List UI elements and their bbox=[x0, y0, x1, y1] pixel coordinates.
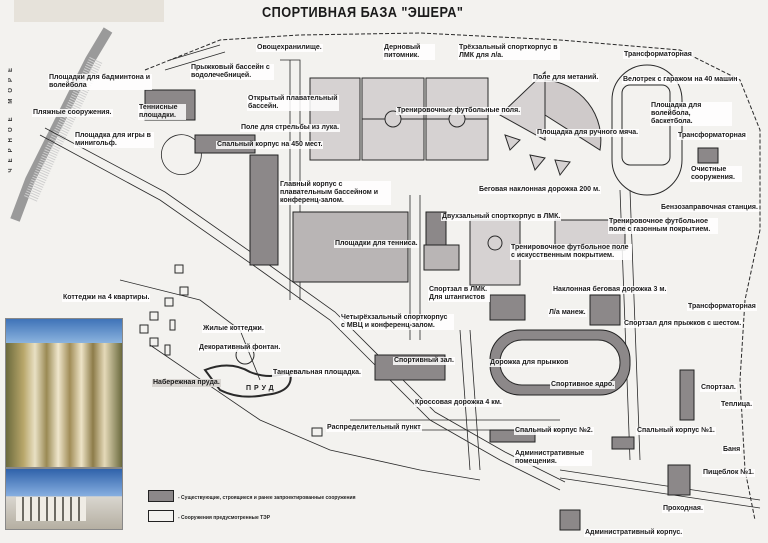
legend-swatch-planned bbox=[148, 510, 174, 522]
label-cross-track: Кроссовая дорожка 4 км. bbox=[414, 399, 503, 407]
label-open-pool: Открытый плавательный бассейн. bbox=[247, 95, 339, 111]
site-boundary bbox=[144, 32, 761, 521]
label-fountain: Декоративный фонтан. bbox=[198, 344, 282, 352]
label-two-hall: Двухзальный спорткорпус в ЛМК. bbox=[441, 213, 562, 221]
label-bath: Баня bbox=[722, 446, 742, 454]
label-football-fields: Тренировочные футбольные поля. bbox=[396, 107, 522, 115]
label-admin-rooms: Административные помещения. bbox=[514, 450, 592, 466]
label-gas-station: Бензозаправочная станция. bbox=[660, 204, 759, 212]
label-jump-track: Дорожка для прыжков bbox=[489, 359, 570, 367]
legend-swatch-existing bbox=[148, 490, 174, 502]
label-canteen: Пищеблок №1. bbox=[702, 469, 755, 477]
label-weightlifting: Спортзал в ЛМК. Для штангистов bbox=[428, 286, 490, 302]
label-stadium: Спортивное ядро. bbox=[550, 381, 616, 389]
label-sports-hall: Спортивный зал. bbox=[393, 357, 455, 365]
label-diving-pool: Прыжковый бассейн с водолечебницей. bbox=[190, 64, 274, 80]
hotel-photo bbox=[5, 318, 123, 468]
page-title: СПОРТИВНАЯ БАЗА "ЭШЕРА" bbox=[262, 4, 464, 21]
sea-label: ЧЕРНОЕ МОРЕ bbox=[8, 62, 14, 173]
label-embankment: Набережная пруда. bbox=[152, 379, 221, 387]
label-dorm-1: Спальный корпус №1. bbox=[636, 427, 716, 435]
label-tennis-courts: Площадки для тенниса. bbox=[334, 240, 419, 248]
football-fields bbox=[309, 77, 626, 286]
label-football-grass: Тренировочное футбольное поле с газонным… bbox=[608, 218, 718, 234]
label-vegetable-store: Овощехранилище. bbox=[256, 44, 323, 52]
label-minigolf: Площадка для игры в минигольф. bbox=[74, 132, 154, 148]
distribution-point bbox=[311, 427, 323, 437]
throwing-sectors bbox=[499, 70, 602, 177]
building-photo bbox=[5, 468, 123, 530]
label-pond: ПРУД bbox=[246, 385, 277, 392]
building bbox=[16, 497, 86, 521]
shoreline bbox=[10, 27, 113, 222]
label-greenhouse: Теплица. bbox=[720, 401, 754, 409]
label-track-3: Наклонная беговая дорожка 3 м. bbox=[552, 286, 668, 294]
label-cottages: Жилые коттеджи. bbox=[202, 325, 265, 333]
label-velodrome: Велотрек с гаражом на 40 машин bbox=[622, 76, 739, 84]
label-gym: Спортзал. bbox=[700, 384, 737, 392]
label-treatment: Очистные сооружения. bbox=[690, 166, 742, 182]
label-archery: Поле для стрельбы из лука. bbox=[240, 124, 341, 132]
label-beach: Пляжные сооружения. bbox=[32, 109, 113, 117]
label-three-hall: Трёхзальный спорткорпус в ЛМК для л/а. bbox=[458, 44, 560, 60]
label-transformer-2: Трансформаторная bbox=[677, 132, 747, 140]
paper-edge bbox=[14, 0, 164, 22]
label-pole-vault: Спортзал для прыжков с шестом. bbox=[623, 320, 743, 328]
label-throwing-field: Поле для метаний. bbox=[532, 74, 600, 82]
label-tennis-small: Теннисные площадки. bbox=[138, 104, 186, 120]
label-distribution: Распределительный пункт bbox=[326, 424, 422, 432]
label-arena: Л/а манеж. bbox=[548, 309, 587, 317]
label-dorm-450: Спальный корпус на 450 мест. bbox=[216, 141, 324, 149]
label-track-200: Беговая наклонная дорожка 200 м. bbox=[478, 186, 602, 194]
label-turf-nursery: Дерновый питомник. bbox=[383, 44, 435, 60]
cottages bbox=[139, 264, 189, 356]
label-transformer-1: Трансформаторная bbox=[623, 51, 693, 59]
label-cottages-4: Коттеджи на 4 квартиры. bbox=[62, 294, 151, 302]
legend-text-existing: - Существующие, строящиеся и ранее запро… bbox=[178, 495, 356, 501]
label-dance-floor: Танцевальная площадка. bbox=[272, 369, 362, 377]
label-transformer-3: Трансформаторная bbox=[687, 303, 757, 311]
label-volleyball: Площадка для волейбола, баскетбола. bbox=[650, 102, 732, 126]
label-four-hall: Четырёхзальный спорткорпус с МВЦ и конфе… bbox=[340, 314, 454, 330]
label-admin-building: Административный корпус. bbox=[584, 529, 684, 537]
legend-text-planned: - Сооружения предусмотренные ТЭР bbox=[178, 515, 271, 521]
label-checkpoint: Проходная. bbox=[662, 505, 704, 513]
sky bbox=[6, 319, 122, 343]
label-main-building: Главный корпус с плавательным бассейном … bbox=[279, 181, 391, 205]
label-badminton: Площадки для бадминтона и волейбола bbox=[48, 74, 152, 90]
label-handball: Площадка для ручного мяча. bbox=[536, 129, 640, 137]
label-football-artificial: Тренировочное футбольное поле с искусств… bbox=[510, 244, 632, 260]
label-dorm-2: Спальный корпус №2. bbox=[514, 427, 594, 435]
